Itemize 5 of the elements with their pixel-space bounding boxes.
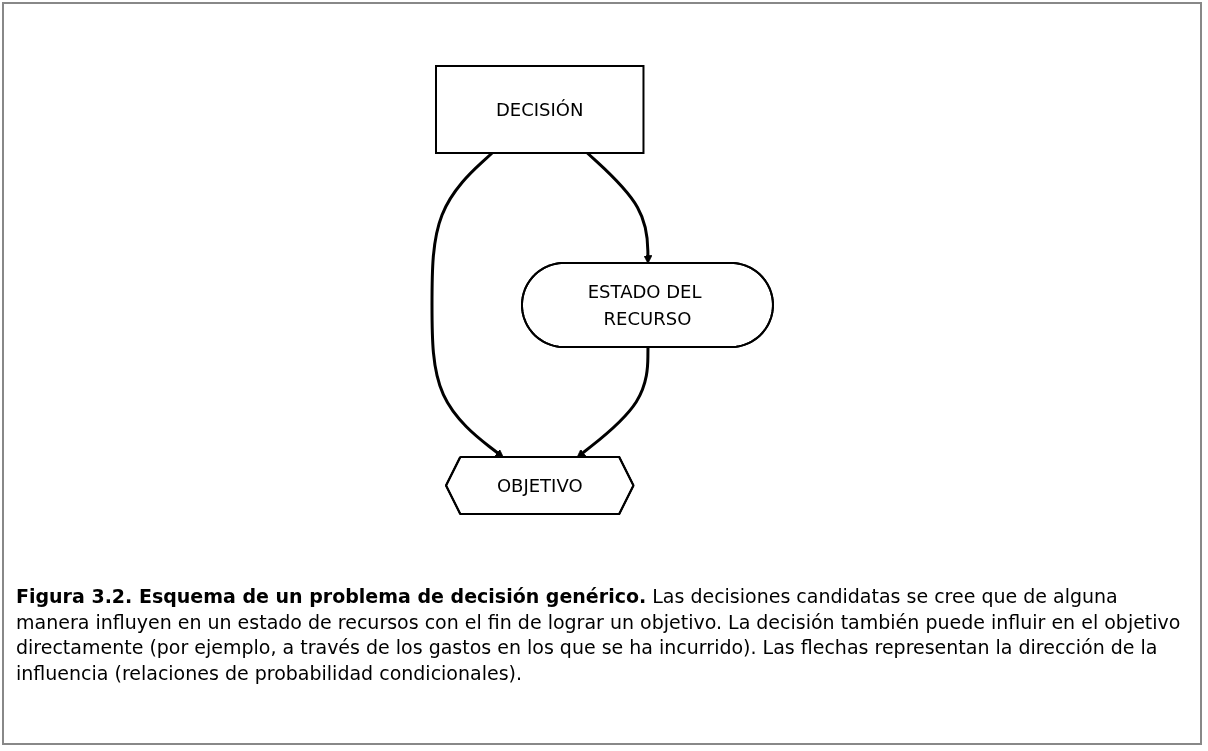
caption: Figura 3.2. Esquema de un problema de decisión genérico. Las decisiones candidatas se cree que de alguna manera influyen en un estado de recursos con el fin de lograr un objetivo. La decisión también puede influir en el objetivo directamente (por ejemplo, a través de los gastos en los que se ha incurrido). Las flechas representan la dirección de la influencia (relaciones de probabilidad condicionales).	[16, 584, 1182, 686]
arrow	[576, 346, 649, 458]
arrow	[430, 151, 504, 458]
arrow	[585, 151, 652, 264]
node-box: DECISIÓN	[434, 64, 644, 154]
